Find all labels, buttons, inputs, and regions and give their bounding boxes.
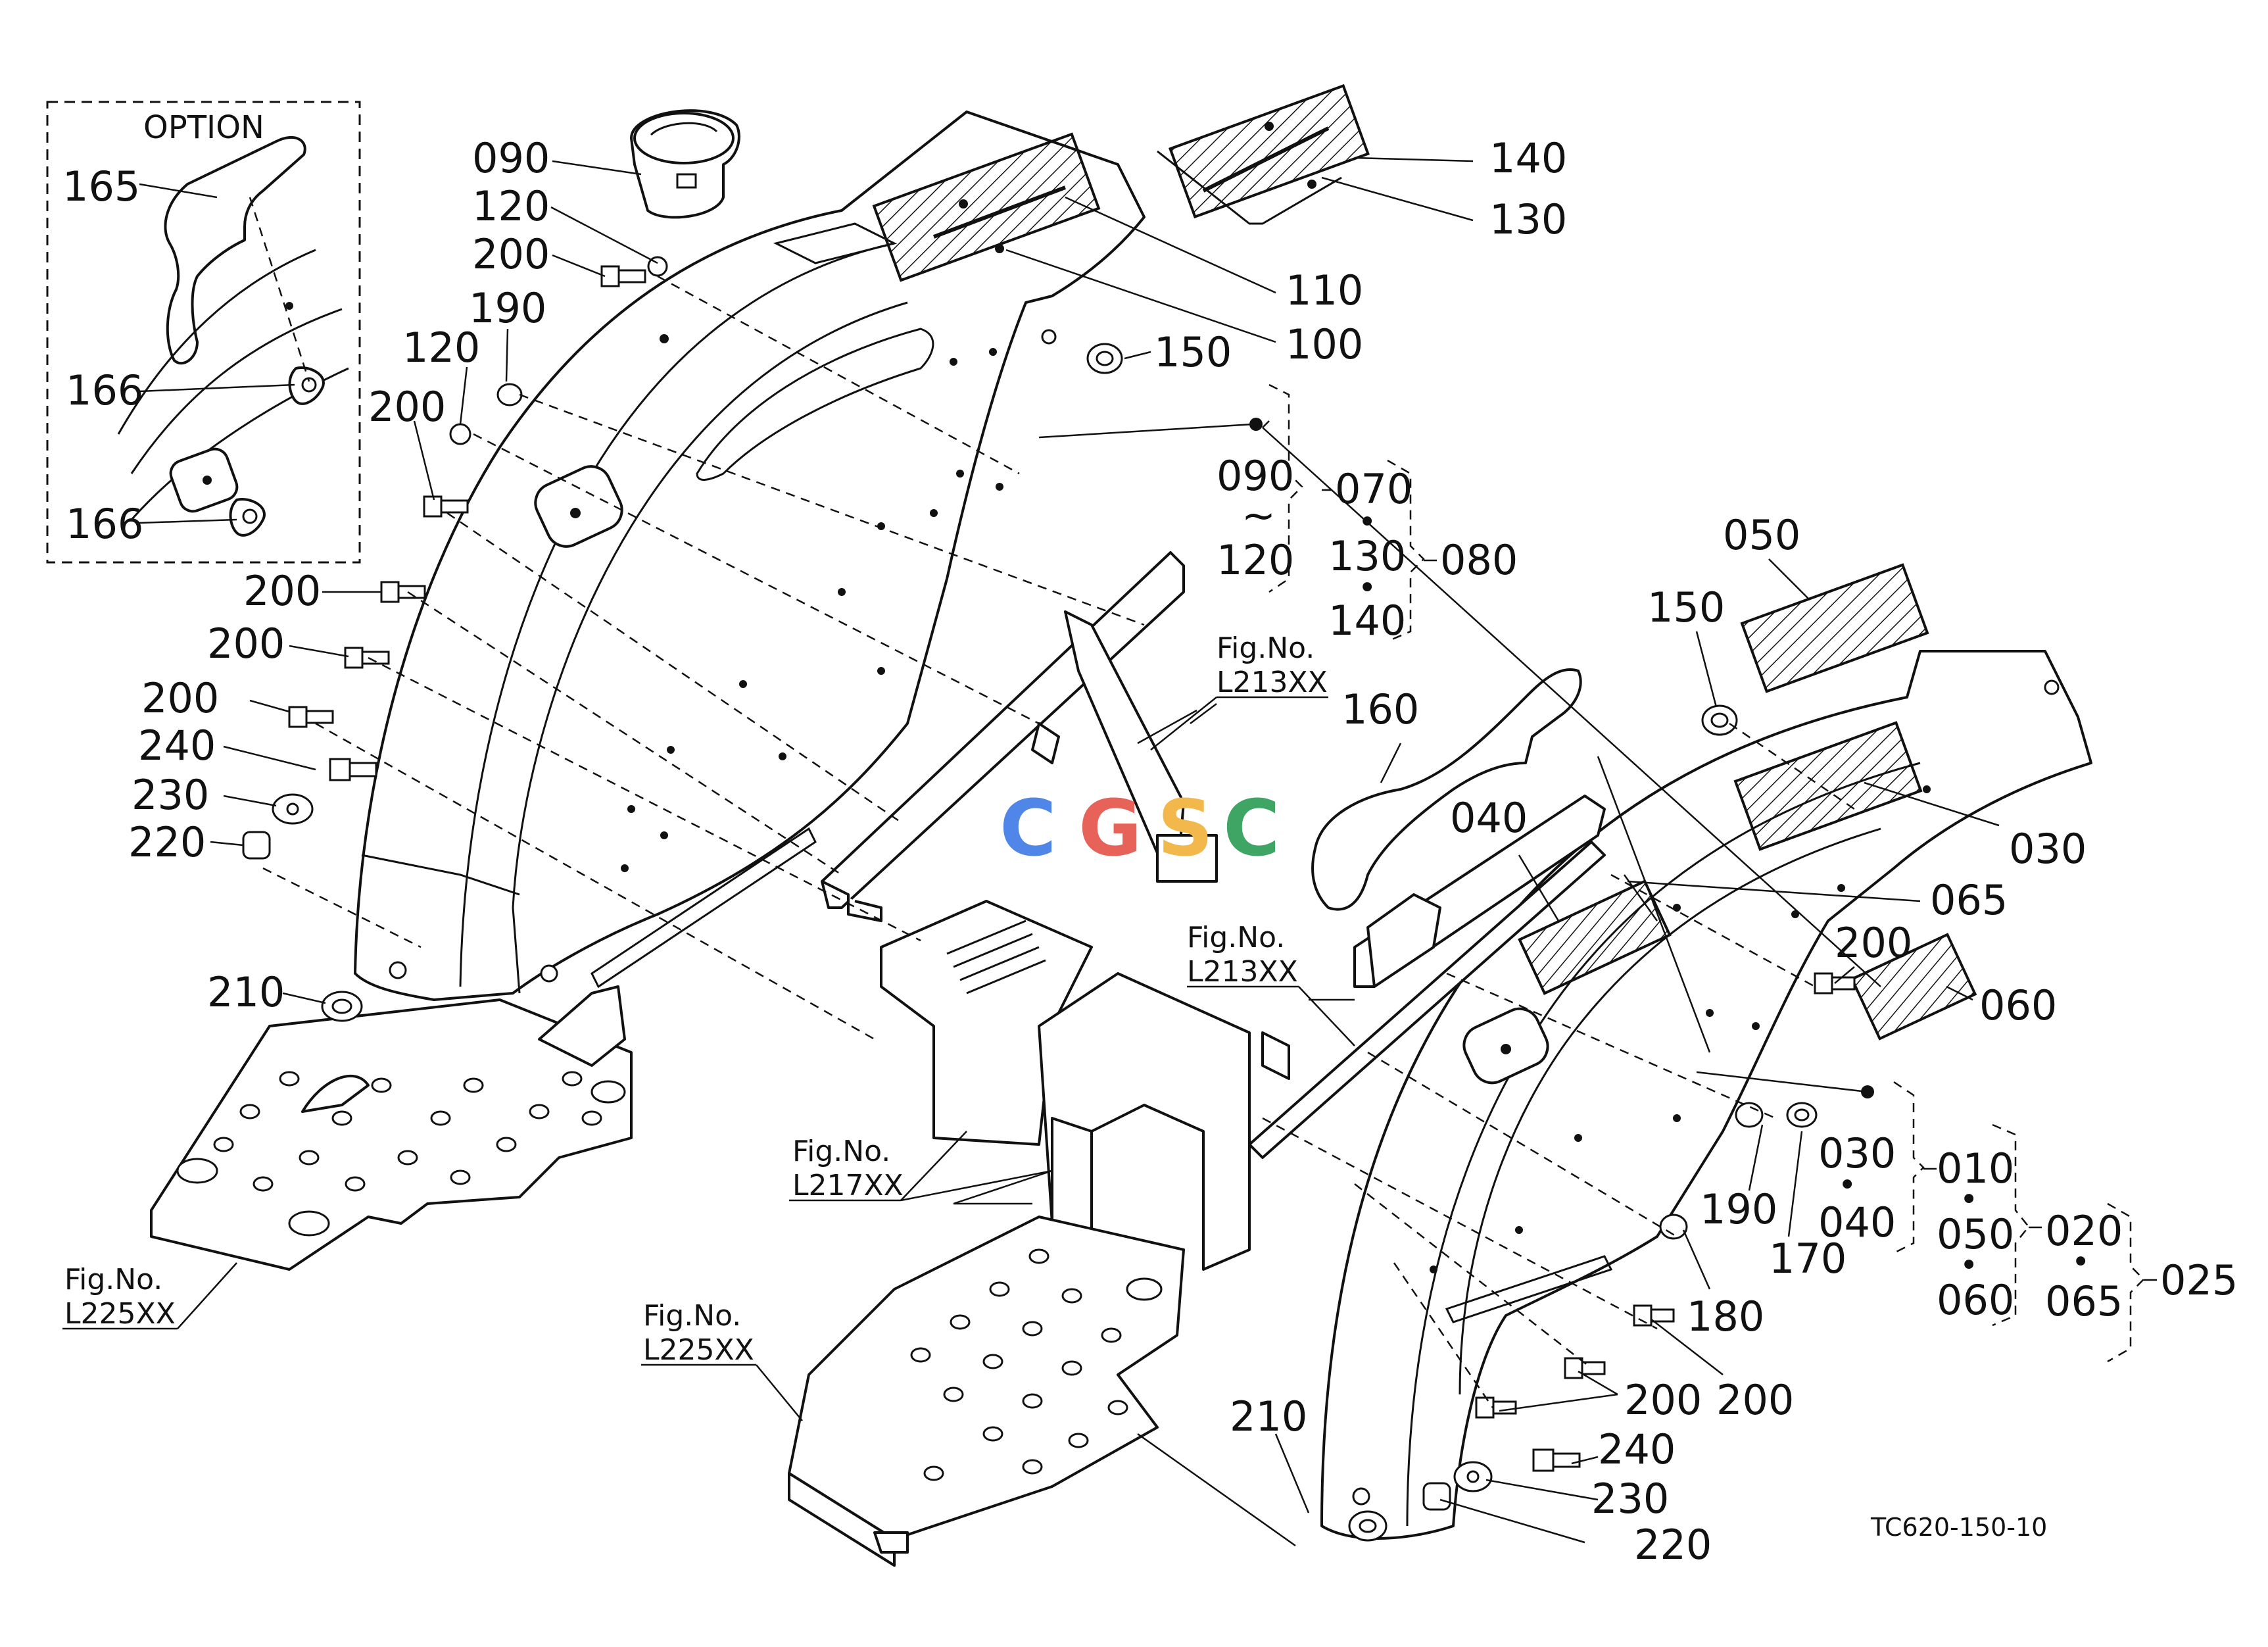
fig-label-l213-upper: Fig.No. <box>1217 631 1315 665</box>
group-left-assembly: 080 <box>1440 536 1518 584</box>
group-right-c-bullet: • <box>2071 1244 2090 1281</box>
group-right-b-bullet-1: • <box>1960 1181 1978 1218</box>
leader-lines <box>139 157 2000 1547</box>
callout-050: 050 <box>1723 511 1800 559</box>
callout-200-e: 200 <box>141 674 219 722</box>
group-right-a-1: 030 <box>1818 1129 1896 1177</box>
fig-ref-l225-left: L225XX <box>64 1297 176 1331</box>
callout-230-left: 230 <box>132 771 209 819</box>
assembly-lines <box>262 275 1855 1408</box>
range-start: 090 <box>1217 452 1294 500</box>
center-floor-plate <box>788 1216 1185 1567</box>
fig-label-l217: Fig.No. <box>792 1135 890 1168</box>
group-left-bullet-1: • <box>1358 504 1376 541</box>
range-end: 120 <box>1217 536 1294 584</box>
group-brackets <box>1268 383 2157 1363</box>
group-left-bullet-2: • <box>1358 570 1376 606</box>
grip-160 <box>1311 668 1582 911</box>
callout-200-g: 200 <box>1624 1376 1702 1424</box>
right-fender <box>1320 650 2092 1540</box>
callout-200-top: 200 <box>472 230 550 278</box>
callout-210-left: 210 <box>207 968 285 1016</box>
grip-165 <box>164 136 306 365</box>
callout-160: 160 <box>1341 685 1419 733</box>
drawing-code: TC620-150-10 <box>1870 1513 2047 1542</box>
watermark-c3: S <box>1157 783 1213 873</box>
fig-ref-l217: L217XX <box>792 1169 904 1202</box>
callout-150-right: 150 <box>1647 583 1725 631</box>
ref-underlines <box>62 696 1355 1421</box>
callout-140: 140 <box>1489 134 1567 182</box>
callout-060: 060 <box>1979 981 2057 1029</box>
range-tilde: ~ <box>1242 491 1276 539</box>
callout-110: 110 <box>1286 266 1363 314</box>
callout-200-c: 200 <box>243 567 321 615</box>
cup-holder-090 <box>630 109 740 219</box>
decal-140-130 <box>1169 84 1370 219</box>
callout-120-lower: 120 <box>402 324 480 372</box>
callout-200-b: 200 <box>368 383 446 431</box>
callout-166-upper: 166 <box>66 366 143 414</box>
watermark-c2: G <box>1078 783 1142 873</box>
group-right-c-2: 065 <box>2045 1277 2123 1325</box>
fasteners <box>242 256 1856 1542</box>
group-left-item-1: 070 <box>1335 465 1412 513</box>
callout-090: 090 <box>472 134 550 182</box>
callout-150-left: 150 <box>1154 328 1232 376</box>
left-fender <box>354 111 1146 1001</box>
watermark-c4: C <box>1223 783 1280 873</box>
callout-230-right: 230 <box>1591 1475 1669 1523</box>
figure-references: Fig.No. L213XX Fig.No. L213XX Fig.No. L2… <box>64 631 1328 1367</box>
group-right-assembly: 025 <box>2160 1256 2238 1304</box>
left-floor-plate <box>150 985 633 1271</box>
callout-220-left: 220 <box>128 818 206 866</box>
center-cover <box>880 900 1251 1271</box>
option-title: OPTION <box>143 109 264 146</box>
right-bracket <box>1248 795 1606 1159</box>
group-left-item-2: 130 <box>1328 532 1406 580</box>
fig-label-l225-center: Fig.No. <box>643 1299 741 1333</box>
left-bracket <box>821 551 1218 922</box>
callout-065: 065 <box>1930 876 2008 924</box>
callout-100: 100 <box>1286 320 1363 368</box>
group-left-item-3: 140 <box>1328 597 1406 645</box>
callout-200-d: 200 <box>207 620 285 668</box>
fig-ref-l213-upper: L213XX <box>1217 666 1328 699</box>
group-right-a-bullet: • <box>1838 1167 1856 1204</box>
fig-label-l225-left: Fig.No. <box>64 1263 162 1296</box>
group-right-b-bullet-2: • <box>1960 1247 1978 1284</box>
watermark-c1: C <box>1000 783 1057 873</box>
fig-ref-l225-center: L225XX <box>643 1333 754 1367</box>
callout-170: 170 <box>1769 1235 1846 1283</box>
fig-ref-l213-lower: L213XX <box>1187 955 1298 989</box>
callout-130: 130 <box>1489 195 1567 243</box>
group-right: 030 • 040 010 • 050 • 060 020 • 065 025 <box>1818 1129 2238 1325</box>
callout-120-upper: 120 <box>472 182 550 230</box>
group-right-b-2: 050 <box>1937 1210 2014 1258</box>
decal-050 <box>1740 563 1929 693</box>
callout-240-left: 240 <box>138 722 216 770</box>
callout-165: 165 <box>62 162 140 210</box>
group-right-b-3: 060 <box>1937 1276 2014 1324</box>
decal-060 <box>1850 933 1977 1041</box>
callout-180: 180 <box>1687 1292 1764 1340</box>
callout-200-h: 200 <box>1716 1376 1794 1424</box>
callout-166-lower: 166 <box>66 500 143 548</box>
callout-240-right: 240 <box>1598 1425 1676 1473</box>
callout-190-right: 190 <box>1700 1185 1777 1233</box>
callout-labels: 165 166 166 090 120 200 190 120 200 200 … <box>62 134 2087 1569</box>
callout-220-right: 220 <box>1634 1521 1712 1569</box>
callout-210-right: 210 <box>1230 1392 1307 1440</box>
group-right-a-2: 040 <box>1818 1198 1896 1246</box>
callout-040: 040 <box>1450 794 1528 842</box>
group-left: 090 ~ 120 070 • 130 • 140 080 <box>1217 452 1518 645</box>
group-right-c-1: 020 <box>2045 1207 2123 1255</box>
callout-200-f: 200 <box>1835 919 1912 967</box>
watermark: C G S C <box>1000 783 1280 873</box>
fig-label-l213-lower: Fig.No. <box>1187 921 1285 954</box>
group-right-b-1: 010 <box>1937 1144 2014 1192</box>
callout-190-left: 190 <box>469 284 546 332</box>
callout-030: 030 <box>2009 825 2087 873</box>
